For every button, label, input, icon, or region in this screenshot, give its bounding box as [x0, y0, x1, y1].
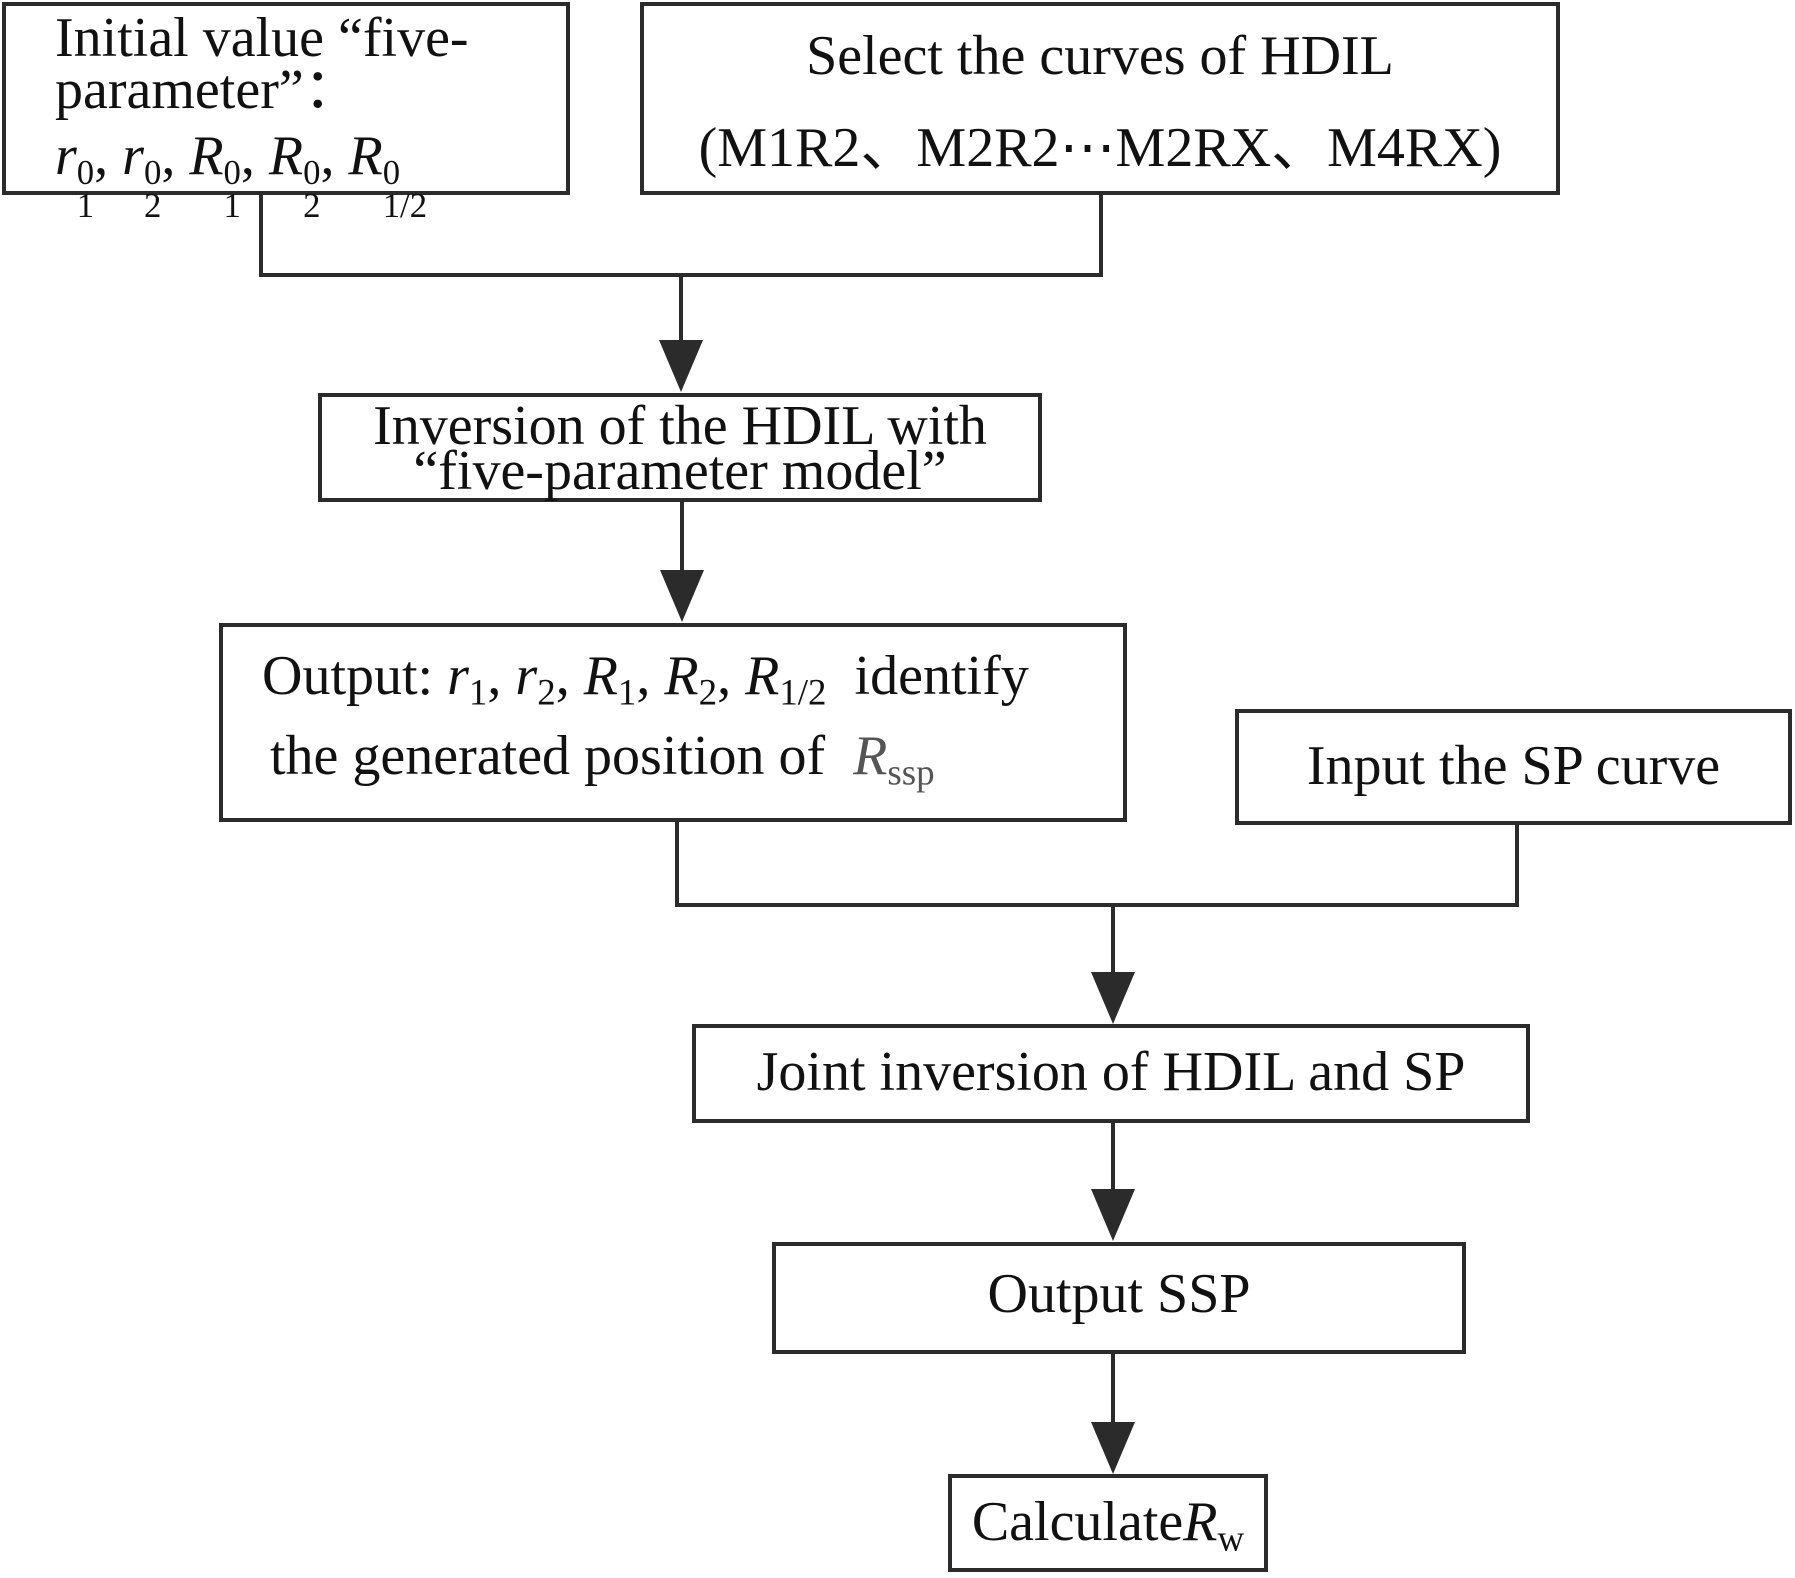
- calculate-rw-box: [948, 1474, 1268, 1572]
- arrowhead-to-joint: [1091, 972, 1135, 1024]
- calculate-rw-label: CalculateRw: [971, 1491, 1245, 1559]
- select-curves-line1: Select the curves of HDIL: [806, 25, 1394, 87]
- sp-curve-label: Input the SP curve: [1306, 735, 1721, 797]
- arrowhead-to-output-ssp: [1091, 1189, 1135, 1241]
- inversion-box: [318, 393, 1042, 502]
- joint-inversion-box: [692, 1024, 1530, 1123]
- output-ssp-box: [772, 1242, 1466, 1354]
- output-parameters-box: [219, 623, 1127, 822]
- output-parameters-line2: the generated position of Rssp: [270, 725, 935, 793]
- output-ssp-label: Output SSP: [987, 1263, 1251, 1325]
- initial-value-line2: parameter”：: [55, 59, 360, 121]
- inversion-line2: “five-parameter model”: [413, 440, 947, 502]
- inversion-line1: Inversion of the HDIL with: [373, 395, 987, 457]
- arrowhead-to-calculate: [1091, 1422, 1135, 1474]
- arrowhead-to-output: [660, 570, 704, 622]
- initial-value-line1: Initial value “five-: [55, 7, 469, 69]
- output-parameters-line1: Output: r1, r2, R1, R2, R1/2 identify: [262, 645, 1029, 713]
- joint-inversion-label: Joint inversion of HDIL and SP: [756, 1041, 1466, 1103]
- select-curves-box: [640, 2, 1560, 195]
- arrowhead-to-inversion: [659, 340, 703, 392]
- initial-value-box: [2, 2, 570, 195]
- merge-line-middle: [675, 821, 1519, 907]
- sp-curve-box: [1235, 709, 1792, 825]
- select-curves-line2: (M1R2、M2R2⋯M2RX、M4RX): [698, 117, 1502, 179]
